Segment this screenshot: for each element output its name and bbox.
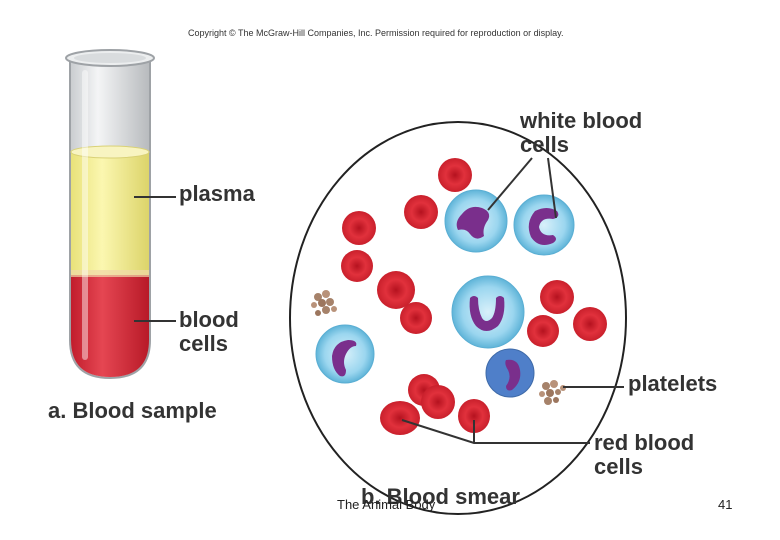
- wbc: [485, 348, 535, 398]
- test-tube: [65, 49, 155, 380]
- red-blood-cells-label: red blood cells: [594, 430, 695, 479]
- wbc: [451, 275, 525, 349]
- rbc: [341, 250, 373, 282]
- wbc-leader-1: [487, 157, 533, 211]
- tube-interface: [71, 270, 149, 277]
- platelets-label: platelets: [628, 371, 718, 396]
- white-blood-cells-label: white blood cells: [520, 108, 643, 157]
- wbc: [513, 194, 575, 256]
- tube-opening: [74, 53, 146, 63]
- caption-blood-smear: b. Blood smear: [361, 484, 520, 509]
- wbc-leader-2: [547, 157, 557, 219]
- copyright-notice: Copyright © The McGraw-Hill Companies, I…: [188, 28, 564, 38]
- white-blood-cells: [315, 189, 575, 398]
- platelet-cluster: [311, 290, 337, 316]
- rbc: [573, 307, 607, 341]
- page-number: 41: [718, 497, 733, 512]
- tube-plasma-layer: [71, 152, 149, 275]
- footer-title: The Animal Body: [337, 497, 436, 512]
- rbc: [400, 302, 432, 334]
- rbc: [380, 401, 420, 435]
- rbc: [458, 399, 490, 433]
- tube-plasma-meniscus: [70, 145, 150, 159]
- rbc: [438, 158, 472, 192]
- blood-cells-label: blood cells: [179, 307, 239, 356]
- rbc: [404, 195, 438, 229]
- rbc: [421, 385, 455, 419]
- rbc: [527, 315, 559, 347]
- tube-highlight: [82, 70, 88, 360]
- red-blood-cells: [341, 158, 607, 435]
- caption-blood-sample: a. Blood sample: [48, 398, 217, 423]
- plasma-label: plasma: [179, 181, 255, 206]
- tube-blood-layer: [71, 275, 149, 377]
- wbc: [315, 324, 375, 384]
- rbc: [342, 211, 376, 245]
- rbc: [540, 280, 574, 314]
- platelet-cluster: [539, 380, 566, 405]
- rbc: [377, 271, 415, 309]
